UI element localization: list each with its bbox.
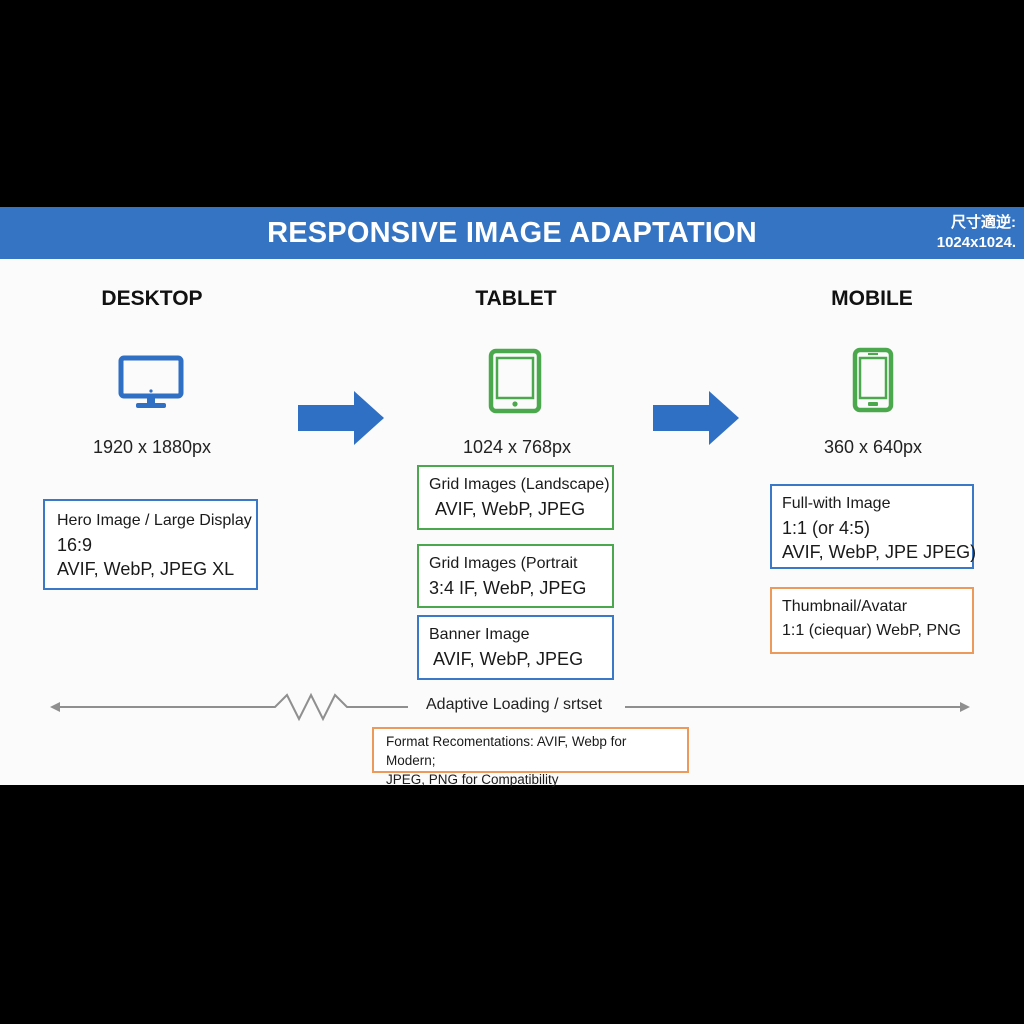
- desktop-resolution: 1920 x 1880px: [92, 437, 212, 457]
- title-banner: RESPONSIVE IMAGE ADAPTATION 尺寸適逆: 1024x1…: [0, 207, 1024, 259]
- arrow-right-icon: [298, 391, 384, 445]
- box-line: 1:1 (or 4:5): [782, 518, 871, 538]
- box-line: 1:1 (ciequar) WebP, PNG: [782, 622, 962, 639]
- box-line: Banner Image: [429, 626, 530, 643]
- adaptive-loading-label: Adaptive Loading / srtset: [420, 696, 609, 714]
- desktop-hero-box: Hero Image / Large Display 16:9 AVIF, We…: [43, 499, 258, 590]
- box-line: Thumbnail/Avatar: [782, 598, 908, 615]
- diagram-title: RESPONSIVE IMAGE ADAPTATION: [267, 217, 757, 249]
- resistor-squiggle: [58, 692, 408, 722]
- box-line: Full-with Image: [782, 495, 891, 512]
- box-line: 3:4 IF, WebP, JPEG: [429, 578, 587, 598]
- tablet-banner-box: Banner Image AVIF, WebP, JPEG: [417, 615, 614, 680]
- arrow-left-icon: [50, 702, 60, 712]
- tablet-icon: [488, 348, 542, 414]
- mobile-resolution: 360 x 640px: [823, 437, 923, 457]
- adaptive-loading-line: [50, 692, 970, 722]
- desktop-monitor-icon: [118, 355, 184, 408]
- arrow-right-icon: [960, 702, 970, 712]
- box-line: AVIF, WebP, JPEG: [433, 649, 584, 669]
- box-line: Grid Images (Landscape): [429, 476, 610, 493]
- note-line: Format Recomentations: AVIF, Webp for Mo…: [386, 734, 627, 768]
- corner-note: 尺寸適逆: 1024x1024.: [937, 213, 1016, 253]
- corner-note-line-1: 尺寸適逆:: [951, 214, 1016, 231]
- tablet-heading: TABLET: [475, 287, 557, 310]
- note-line: JPEG, PNG for Compatibility: [386, 772, 559, 787]
- smartphone-icon: [852, 347, 894, 413]
- diagram-panel: RESPONSIVE IMAGE ADAPTATION 尺寸適逆: 1024x1…: [0, 207, 1024, 787]
- corner-note-line-2: 1024x1024.: [936, 234, 1016, 251]
- tablet-landscape-box: Grid Images (Landscape) AVIF, WebP, JPEG: [417, 465, 614, 530]
- mobile-heading: MOBILE: [831, 287, 913, 310]
- desktop-heading: DESKTOP: [101, 287, 203, 310]
- box-line: AVIF, WebP, JPEG: [435, 499, 586, 519]
- mobile-thumbnail-box: Thumbnail/Avatar 1:1 (ciequar) WebP, PNG: [770, 587, 974, 654]
- box-line: AVIF, WebP, JPE JPEG): [782, 542, 977, 562]
- tablet-portrait-box: Grid Images (Portrait 3:4 IF, WebP, JPEG: [417, 544, 614, 608]
- arrow-right-icon: [653, 391, 739, 445]
- box-line: AVIF, WebP, JPEG XL: [57, 559, 235, 579]
- tablet-resolution: 1024 x 768px: [462, 437, 572, 457]
- mobile-fullwidth-box: Full-with Image 1:1 (or 4:5) AVIF, WebP,…: [770, 484, 977, 569]
- format-recommendation-box: Format Recomentations: AVIF, Webp for Mo…: [372, 727, 689, 787]
- box-line: 16:9: [57, 535, 93, 555]
- box-line: Hero Image / Large Display: [57, 512, 252, 529]
- box-line: Grid Images (Portrait: [429, 555, 578, 572]
